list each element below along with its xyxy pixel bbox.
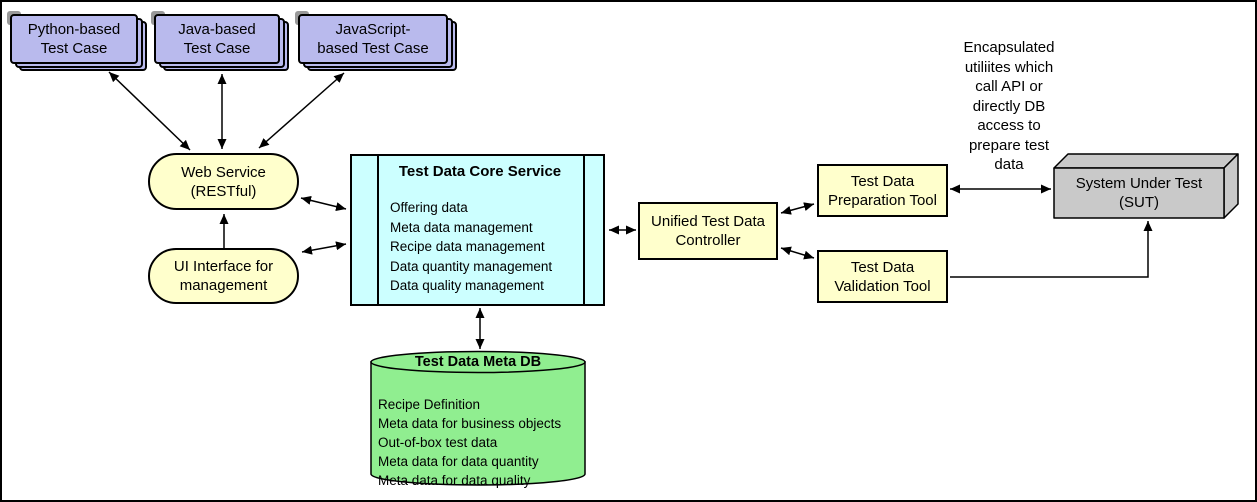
- arrow-controller-preparation: [780, 202, 815, 215]
- arrow-controller-validation: [780, 246, 815, 260]
- meta-db-cylinder: [370, 350, 586, 486]
- meta-db-item: Meta data for data quality: [378, 473, 531, 488]
- core-service-item: Recipe data management: [390, 239, 545, 254]
- meta-db-item: Out-of-box test data: [378, 435, 498, 450]
- annotation-text: Encapsulated utiliites which call API or…: [963, 39, 1055, 173]
- core-service-item: Data quantity management: [390, 258, 553, 274]
- core-service-item: Meta data management: [390, 219, 533, 235]
- validation-tool-node: Test Data Validation Tool: [817, 250, 948, 303]
- core-service-item: Data quality management: [390, 278, 544, 293]
- arrow-webservice-core: [300, 196, 347, 211]
- sut-label: System Under Test (SUT): [1075, 175, 1203, 211]
- test-case-python-label: Python-based Test Case: [10, 14, 138, 64]
- core-service-title: Test Data Core Service: [398, 163, 562, 180]
- unified-controller-node: Unified Test Data Controller: [638, 202, 778, 260]
- test-case-java-label: Java-based Test Case: [154, 14, 280, 64]
- core-service-item: Offering data: [390, 200, 468, 215]
- core-service-component: Test Data Core Service Offering data Met…: [350, 154, 605, 306]
- meta-db-title: Test Data Meta DB: [414, 354, 542, 370]
- meta-db-item: Meta data for data quantity: [378, 454, 539, 469]
- core-service-items: Offering data Meta data management Recip…: [390, 198, 552, 296]
- meta-db-body: [370, 361, 586, 486]
- meta-db-item: Meta data for business objects: [378, 416, 562, 431]
- ui-interface-node: UI Interface for management: [148, 248, 299, 304]
- sut-box-3d: [1053, 153, 1239, 219]
- test-case-javascript-label: JavaScript- based Test Case: [298, 14, 448, 64]
- core-divider-right: [583, 156, 585, 304]
- core-divider-left: [377, 156, 379, 304]
- arrow-javascript-webservice: [258, 72, 345, 149]
- arrow-python-webservice: [108, 71, 191, 151]
- meta-db-top: [370, 350, 586, 374]
- arrow-uiinterface-core: [301, 241, 347, 255]
- web-service-node: Web Service (RESTful): [148, 153, 299, 210]
- meta-db-item: Recipe Definition: [378, 397, 481, 412]
- arrow-validation-sut: [950, 221, 1153, 278]
- sut-front-face: [1053, 167, 1225, 219]
- meta-db-items: Recipe Definition Meta data for business…: [378, 395, 561, 490]
- preparation-tool-node: Test Data Preparation Tool: [817, 164, 948, 217]
